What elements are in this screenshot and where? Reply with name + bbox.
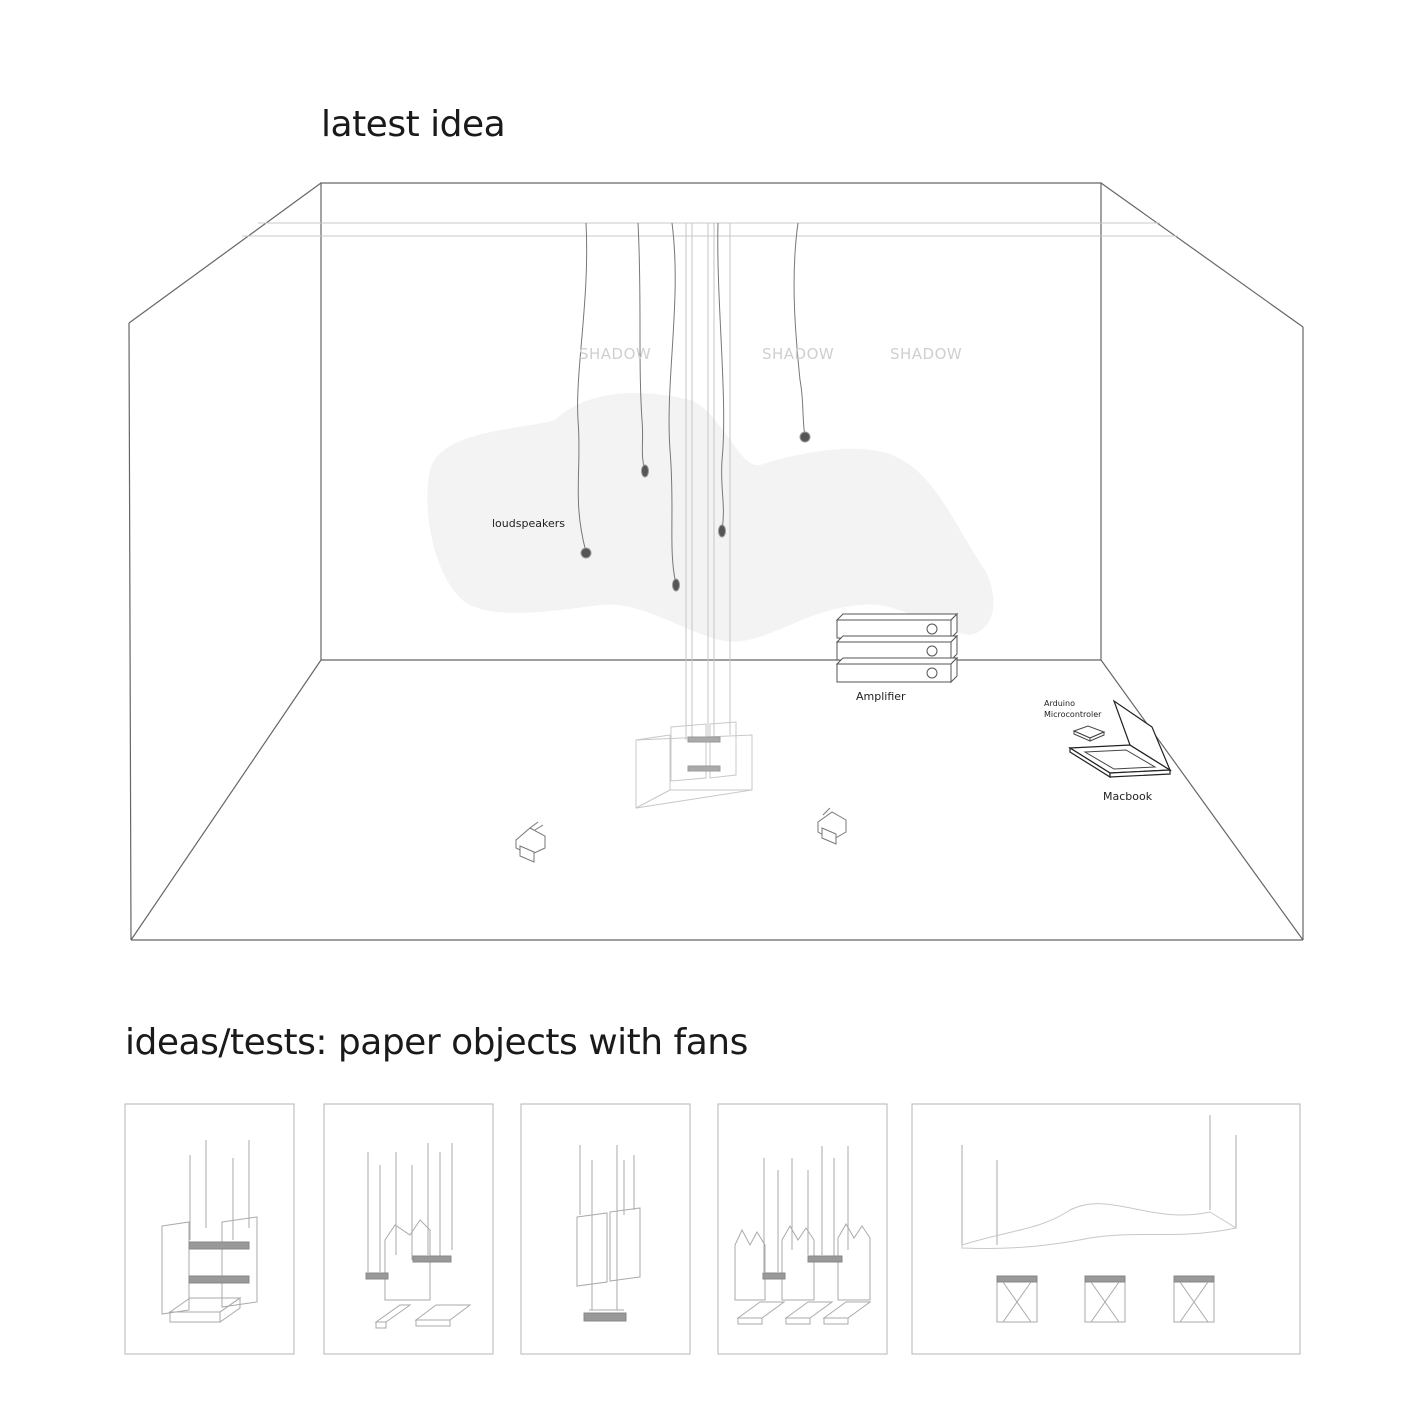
speaker-5 — [799, 431, 811, 443]
title-ideas-tests: ideas/tests: paper objects with fans — [125, 1022, 748, 1063]
arduino-label-line2: Microcontroler — [1044, 710, 1102, 719]
panel-4-sketch — [734, 1146, 872, 1325]
shadow-area — [427, 392, 994, 642]
panel-2-sketch — [365, 1143, 472, 1329]
macbook-label: Macbook — [1103, 790, 1153, 803]
speaker-3 — [672, 578, 680, 592]
panel-5-sketch — [961, 1115, 1238, 1323]
paper-object-with-fans — [635, 721, 753, 809]
speaker-4 — [718, 524, 726, 538]
loudspeakers — [580, 431, 811, 592]
test-panel-1 — [124, 1103, 295, 1355]
arduino-label-line1: Arduino — [1044, 699, 1075, 708]
paper-object-strings — [685, 223, 731, 740]
macbook — [1068, 699, 1172, 779]
arduino-label: Arduino Microcontroler — [1044, 698, 1124, 720]
arduino-board — [1072, 725, 1106, 742]
floor-fan-right — [817, 807, 847, 845]
shadow-label-2: SHADOW — [762, 345, 835, 363]
test-panels — [124, 1103, 1301, 1355]
amplifier-stack — [835, 612, 959, 684]
test-panel-4 — [717, 1103, 888, 1355]
panel-1-sketch — [161, 1140, 258, 1323]
loudspeakers-label: loudspeakers — [492, 517, 565, 530]
amplifier-label: Amplifier — [856, 690, 906, 703]
title-latest-idea: latest idea — [321, 104, 506, 145]
panel-3-sketch — [576, 1145, 641, 1322]
loudspeaker-cables — [577, 222, 806, 585]
floor-fan-left — [515, 821, 546, 863]
speaker-2 — [641, 464, 649, 478]
speaker-1 — [580, 547, 592, 559]
shadow-label-3: SHADOW — [890, 345, 963, 363]
test-panel-3 — [520, 1103, 691, 1355]
test-panel-5 — [911, 1103, 1301, 1355]
test-panel-2 — [323, 1103, 494, 1355]
ceiling-rails — [242, 222, 1178, 237]
room-box — [128, 182, 1304, 941]
shadow-label-1: SHADOW — [579, 345, 652, 363]
